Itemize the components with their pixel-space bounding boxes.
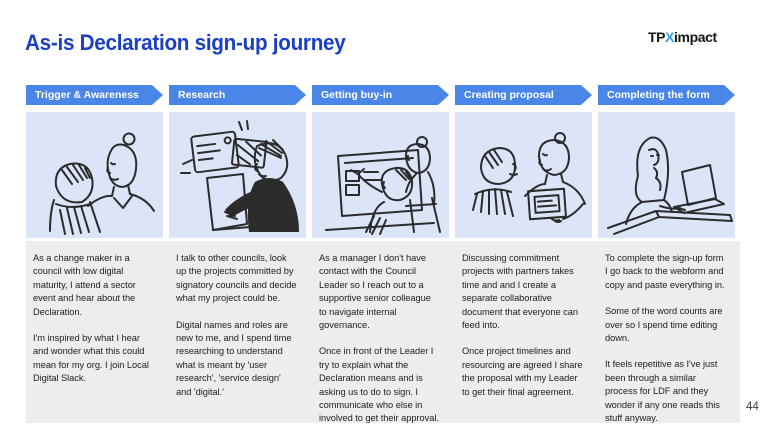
journey-stage-banners: Trigger & Awareness Research Getting buy… xyxy=(26,85,735,105)
stage-banner-research: Research xyxy=(169,85,306,105)
stage-banner-completing-form: Completing the form xyxy=(598,85,735,105)
illustration-two-people-discussing-document xyxy=(455,112,592,238)
paragraph: As a change maker in a council with low … xyxy=(33,253,136,317)
journey-description-panel: As a change maker in a council with low … xyxy=(26,241,740,423)
paragraph: To complete the sign-up form I go back t… xyxy=(605,253,725,290)
paragraph: Digital names and roles are new to me, a… xyxy=(176,319,292,397)
illustration-row xyxy=(26,112,735,238)
paragraph: Once in front of the Leader I try to exp… xyxy=(319,346,439,423)
illustration-person-researching-on-laptop xyxy=(169,112,306,238)
stage-description-trigger-awareness: As a change maker in a council with low … xyxy=(26,252,163,423)
logo-impact: impact xyxy=(674,29,717,45)
paragraph: I'm inspired by what I hear and wonder w… xyxy=(33,333,149,384)
illustration-two-colleagues-talking xyxy=(26,112,163,238)
stage-banner-trigger-awareness: Trigger & Awareness xyxy=(26,85,163,105)
paragraph: Some of the word counts are over so I sp… xyxy=(605,306,723,344)
paragraph: As a manager I don't have contact with t… xyxy=(319,253,431,331)
tpximpact-logo: TPXimpact xyxy=(648,29,717,45)
stage-description-getting-buy-in: As a manager I don't have contact with t… xyxy=(312,252,449,423)
paragraph: Discussing commitment projects with part… xyxy=(462,253,579,331)
stage-banner-getting-buy-in: Getting buy-in xyxy=(312,85,449,105)
page-number: 44 xyxy=(746,401,759,413)
stage-description-creating-proposal: Discussing commitment projects with part… xyxy=(455,252,592,423)
logo-x: X xyxy=(665,29,675,45)
stage-description-completing-form: To complete the sign-up form I go back t… xyxy=(598,252,735,423)
page-title: As-is Declaration sign-up journey xyxy=(25,30,346,55)
paragraph: I talk to other councils, look up the pr… xyxy=(176,253,297,304)
illustration-person-at-desk-with-laptop xyxy=(598,112,735,238)
stage-banner-creating-proposal: Creating proposal xyxy=(455,85,592,105)
illustration-two-people-reviewing-screen xyxy=(312,112,449,238)
logo-tp: TP xyxy=(648,29,666,45)
paragraph: Once project timelines and resourcing ar… xyxy=(462,346,583,397)
paragraph: It feels repetitive as I've just been th… xyxy=(605,359,720,423)
stage-description-research: I talk to other councils, look up the pr… xyxy=(169,252,306,423)
